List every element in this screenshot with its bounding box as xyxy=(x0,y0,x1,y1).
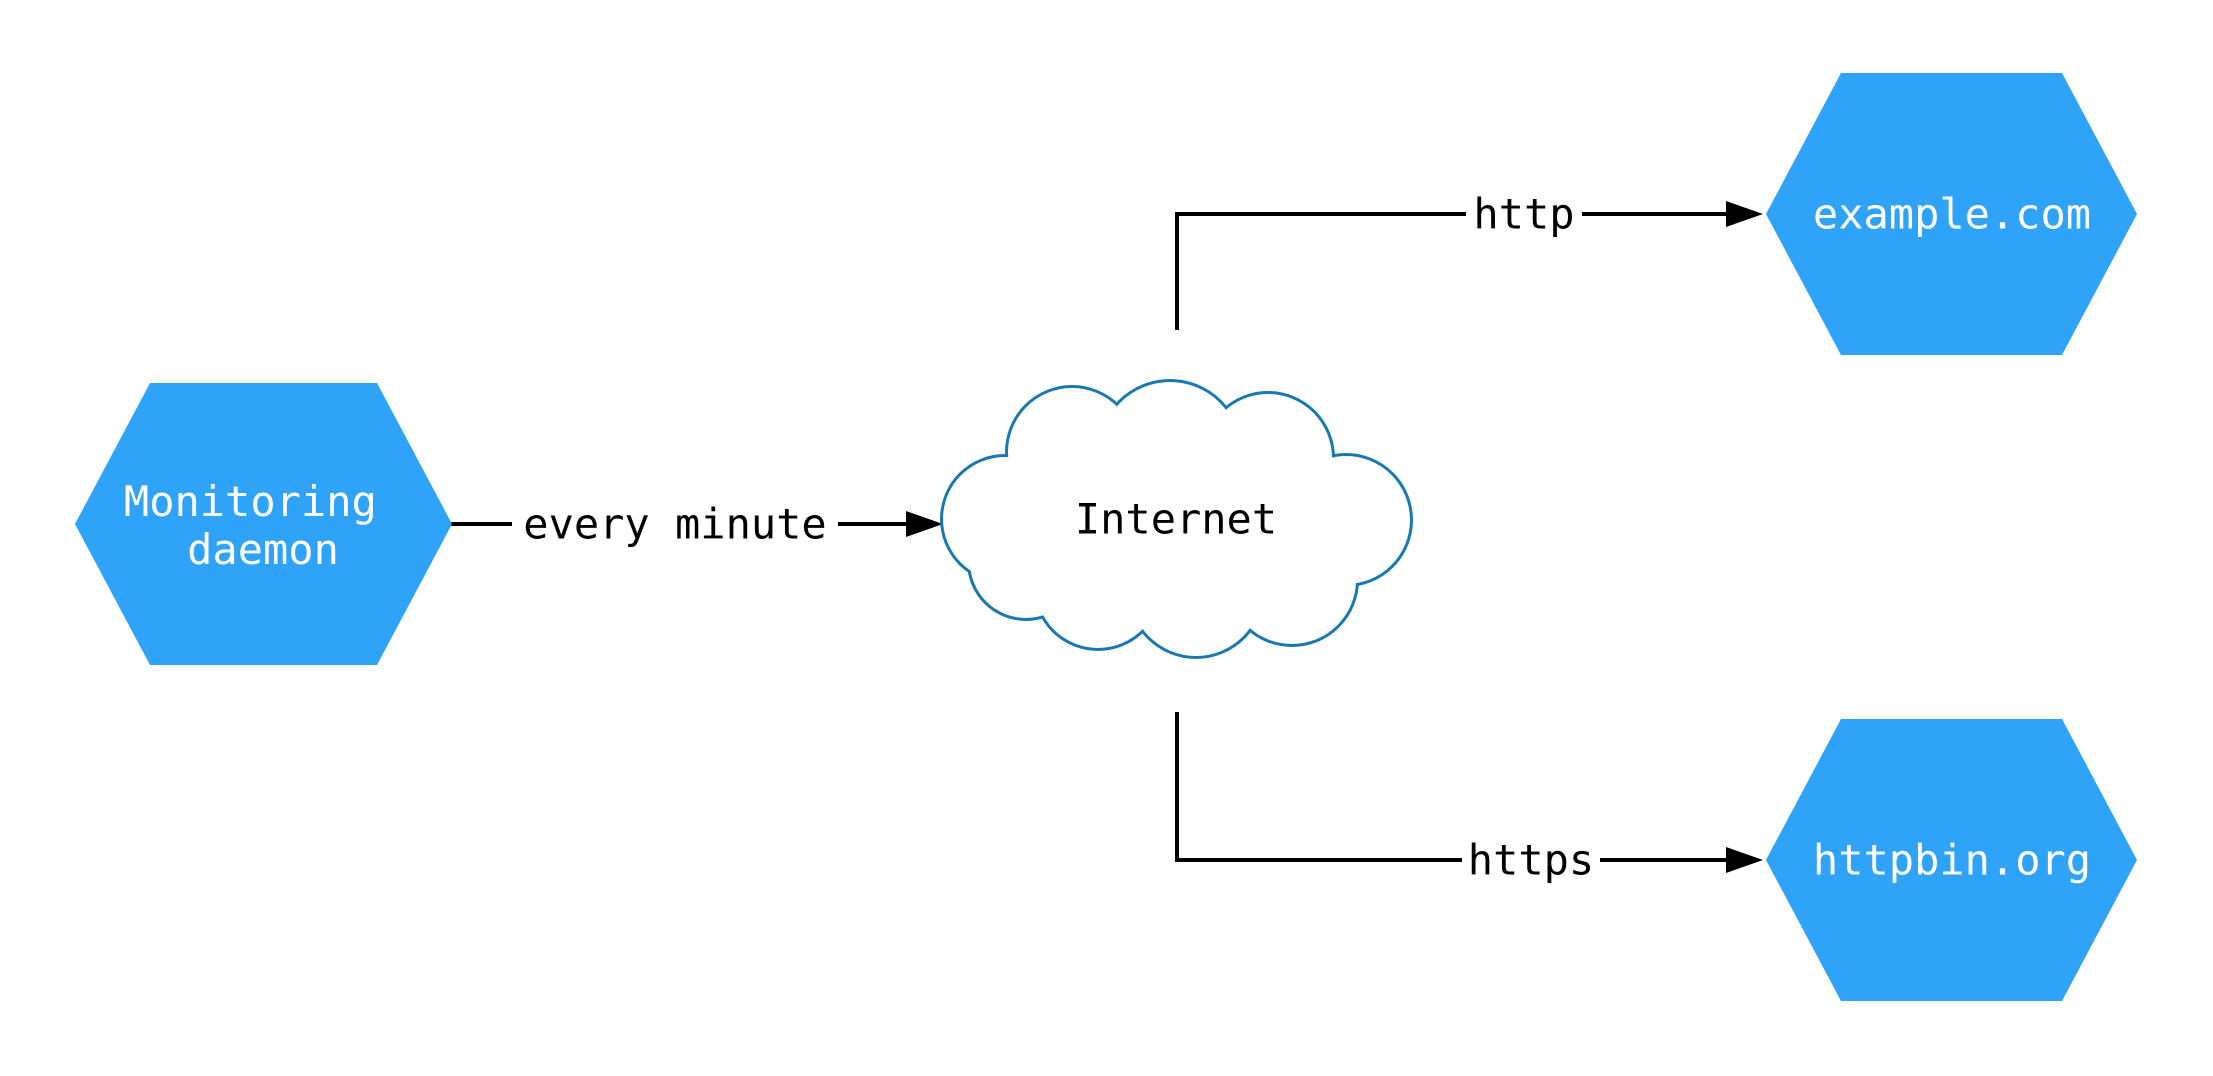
node-httpbin-org-label: httpbin.org xyxy=(1813,836,2091,885)
edge-internet-to-example xyxy=(1175,212,1726,330)
node-monitoring-daemon-label: Monitoring daemon xyxy=(124,477,402,574)
edge-internet-to-httpbin xyxy=(1175,712,1726,862)
node-example-com-shape xyxy=(1766,73,2137,355)
edge-label-http: http xyxy=(1473,190,1574,239)
internet-cloud-body xyxy=(943,382,1410,656)
node-monitoring-daemon-label-line1: Monitoring xyxy=(124,477,377,526)
node-httpbin-org-shape xyxy=(1766,719,2137,1001)
node-example-com: example.com xyxy=(1766,73,2137,355)
node-internet-label: Internet xyxy=(1075,495,1277,544)
node-monitoring-daemon-shape xyxy=(75,383,452,665)
label-bg-http xyxy=(1466,188,1582,242)
arrowhead-into-httpbin xyxy=(1726,847,1763,873)
edge-arrowheads xyxy=(906,201,1763,873)
arrowhead-into-internet xyxy=(906,511,943,537)
edge-label-https: https xyxy=(1468,836,1594,885)
label-bg-https xyxy=(1462,832,1600,888)
node-example-com-label: example.com xyxy=(1813,190,2091,239)
label-bg-every-minute xyxy=(512,496,838,552)
edge-labels: every minute http https xyxy=(523,190,1594,885)
node-monitoring-daemon: Monitoring daemon xyxy=(75,383,452,665)
edge-label-backgrounds xyxy=(512,188,1600,888)
node-monitoring-daemon-label-line2: daemon xyxy=(187,525,339,574)
node-httpbin-org: httpbin.org xyxy=(1766,719,2137,1001)
arrowhead-into-example xyxy=(1726,201,1763,227)
edge-label-every-minute: every minute xyxy=(523,500,826,549)
